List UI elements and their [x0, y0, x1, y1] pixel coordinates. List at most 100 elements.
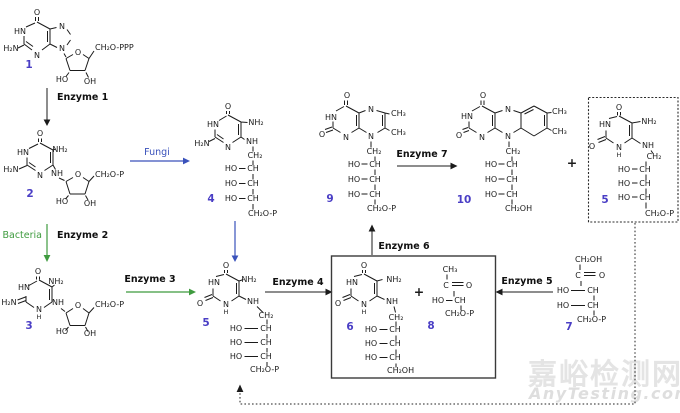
plus-sign-2: +: [567, 155, 577, 170]
compound-8-bonds: [446, 274, 464, 311]
enzyme-6-label: Enzyme 6: [378, 241, 430, 252]
enzyme-5-label: Enzyme 5: [501, 276, 552, 287]
c1-oh-label: OH: [84, 77, 96, 86]
enzyme-5-arrow: [495, 288, 553, 296]
compound-6-number: 6: [346, 321, 353, 333]
c7-ch2o-p-label: CH₂O-P: [577, 315, 606, 324]
c1-n3-label: N: [34, 51, 40, 60]
c8-ch-label: CH: [454, 296, 466, 305]
c2-o-top-label: O: [37, 129, 43, 138]
compound-5-bonds: [204, 270, 268, 366]
c5b-nh-label: NH: [642, 141, 654, 150]
c4-o-top-label: O: [225, 102, 231, 111]
enzyme-2-label: Enzyme 2: [57, 230, 108, 241]
reaction-box: [330, 255, 497, 379]
c1-ch2o-ppp-label: CH₂O-PPP: [95, 43, 134, 52]
c8-ch2o-p-label: CH₂O-P: [445, 309, 474, 318]
compound-3-number: 3: [25, 320, 32, 332]
c9-hn-label: HN: [325, 113, 337, 122]
c5-ch-1: CH: [260, 324, 272, 333]
c10-n5-label: N: [505, 105, 511, 114]
c5b-ch-1: CH: [639, 165, 651, 174]
c5-ch-3: CH: [260, 352, 272, 361]
compound-8-number: 8: [427, 320, 434, 332]
compound-7-bonds: [571, 264, 596, 316]
c10-ho-1: HO: [485, 160, 497, 169]
c6-o-left-label: O: [335, 299, 341, 308]
c3-o-top-label: O: [35, 267, 41, 276]
c4-ch2o-p-label: CH₂O-P: [248, 209, 277, 218]
c1-ho-label: HO: [56, 75, 68, 84]
c9-ch-2: CH: [369, 175, 381, 184]
enzyme-1-arrowhead: [43, 119, 51, 126]
c5b-ho-2: HO: [618, 179, 630, 188]
c8-ch3-label: CH₃: [443, 265, 458, 274]
c9-ch2-label: CH₂: [367, 147, 382, 156]
compound-1-bonds: [17, 17, 95, 78]
c6-hn-label: HN: [346, 278, 358, 287]
compound-1-number: 1: [25, 59, 32, 71]
enzyme-3-arrow: [126, 288, 196, 296]
c2-ribose-o-label: O: [75, 170, 81, 179]
c10-ch-1: CH: [506, 160, 518, 169]
c4-ch2-label: CH₂: [248, 151, 263, 160]
c8-ho-label: HO: [432, 296, 444, 305]
enzyme-3-arrowhead: [189, 288, 196, 296]
enzyme-7-arrowhead: [450, 162, 458, 170]
compound-9-structure: [324, 100, 390, 205]
c9-ch-1: CH: [369, 160, 381, 169]
compound-4-number: 4: [207, 193, 214, 205]
c10-ch2oh-label: CH₂OH: [505, 204, 532, 213]
c2-hn-label: HN: [17, 148, 29, 157]
c10-o-left-label: O: [456, 131, 462, 140]
c5-nh2-label: NH₂: [241, 275, 256, 284]
c5-nh-label: NH: [247, 297, 259, 306]
c1-ribose-o-label: O: [75, 48, 81, 57]
compound-7-number: 7: [565, 321, 572, 333]
c4-ch-1: CH: [247, 164, 259, 173]
c2-n1-label: N: [37, 171, 43, 180]
c10-ch-3: CH: [506, 190, 518, 199]
c4-ch-3: CH: [247, 194, 259, 203]
compound-5b-structure: [597, 112, 654, 209]
bacteria-label: Bacteria: [3, 230, 43, 241]
compound-10-number: 10: [457, 194, 472, 206]
compound-9-number: 9: [326, 193, 333, 205]
c6-ch-1: CH: [389, 325, 401, 334]
c6-ho-3: HO: [365, 353, 377, 362]
fungi-arrow-2: [231, 221, 239, 262]
c5-o-top-label: O: [223, 261, 229, 270]
compound-3-structure: [17, 276, 95, 332]
c3-nh-label: NH: [52, 298, 64, 307]
enzyme-4-label: Enzyme 4: [272, 277, 324, 288]
c9-n5-label: N: [368, 105, 374, 114]
c5-n1-h-label: H: [224, 308, 229, 316]
c3-h2n-label: H₂N: [1, 298, 16, 307]
enzyme-7-arrow: [397, 162, 458, 170]
watermark-cn: 嘉峪检测网: [528, 357, 680, 391]
compound-1-structure: [17, 17, 95, 78]
c5b-n1-h-label: H: [617, 151, 622, 159]
c9-o-left-label: O: [319, 130, 325, 139]
c3-oh-label: OH: [84, 329, 96, 338]
c9-ho-2: HO: [348, 175, 360, 184]
c5-n1-label: N: [223, 300, 229, 309]
c3-n1-h-label: H: [37, 313, 42, 321]
enzyme-4-arrow: [265, 288, 333, 296]
c9-ch2o-p-label: CH₂O-P: [367, 204, 396, 213]
c10-n1-label: N: [479, 133, 485, 142]
c6-o-top-label: O: [361, 261, 367, 270]
bacteria-enzyme-2-arrow: [43, 224, 51, 262]
c7-ch-2: CH: [587, 301, 599, 310]
compound-2-number: 2: [26, 188, 33, 200]
plus-sign-1: +: [414, 284, 424, 299]
compound-10-structure: [462, 100, 552, 205]
c7-o-label: O: [599, 271, 605, 280]
c6-ho-1: HO: [365, 325, 377, 334]
c3-hn-label: HN: [18, 283, 30, 292]
c9-ch3-top-label: CH₃: [391, 109, 406, 118]
c8-c-label: C: [443, 281, 449, 290]
